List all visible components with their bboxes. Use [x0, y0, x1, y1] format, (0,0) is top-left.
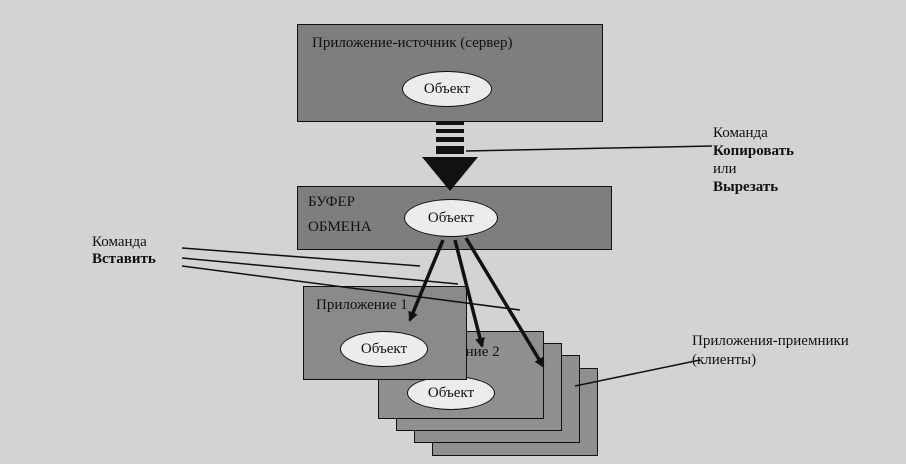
- paste-leader-2: [181, 257, 459, 285]
- copy-arrow-stripe-1: [436, 121, 464, 125]
- paste-leader-3: [181, 265, 521, 311]
- paste-arrow-app2: [453, 239, 485, 348]
- server-app-title: Приложение-источник (сервер): [312, 35, 513, 51]
- copy-arrow-head: [422, 157, 478, 191]
- clients-label-1: Приложения-приемники: [692, 333, 849, 349]
- app1-box: Приложение 1 Объект: [303, 286, 467, 380]
- app1-title: Приложение 1: [316, 297, 408, 313]
- copy-command-label-2: Копировать: [713, 143, 794, 159]
- paste-arrow-app1: [408, 239, 445, 322]
- clients-leader: [574, 359, 701, 387]
- copy-arrow-shaft: [436, 146, 464, 154]
- copy-command-leader: [465, 145, 713, 152]
- clipboard-label-1: БУФЕР: [308, 194, 355, 210]
- copy-command-label-3: или: [713, 161, 737, 177]
- copy-command-label-4: Вырезать: [713, 179, 779, 195]
- server-object-ellipse: Объект: [402, 71, 492, 107]
- server-app-box: Приложение-источник (сервер) Объект: [297, 24, 603, 122]
- copy-arrow-stripe-3: [436, 137, 464, 142]
- copy-arrow: [422, 121, 478, 191]
- paste-arrow-app3: [464, 237, 545, 368]
- app2-title: ение 2: [459, 344, 500, 360]
- copy-command-label-1: Команда: [713, 125, 768, 141]
- clients-label-2: (клиенты): [692, 352, 757, 368]
- copy-arrow-stripe-2: [436, 129, 464, 133]
- app1-object-ellipse: Объект: [340, 331, 428, 367]
- paste-command-label-2: Вставить: [92, 251, 156, 267]
- clipboard-label-2: ОБМЕНА: [308, 219, 372, 235]
- paste-command-label-1: Команда: [92, 234, 147, 250]
- app2-object-ellipse: Объект: [407, 376, 495, 410]
- clipboard-box: БУФЕР ОБМЕНА Объект: [297, 186, 612, 250]
- clipboard-object-ellipse: Объект: [404, 199, 498, 237]
- paste-leader-1: [181, 247, 421, 267]
